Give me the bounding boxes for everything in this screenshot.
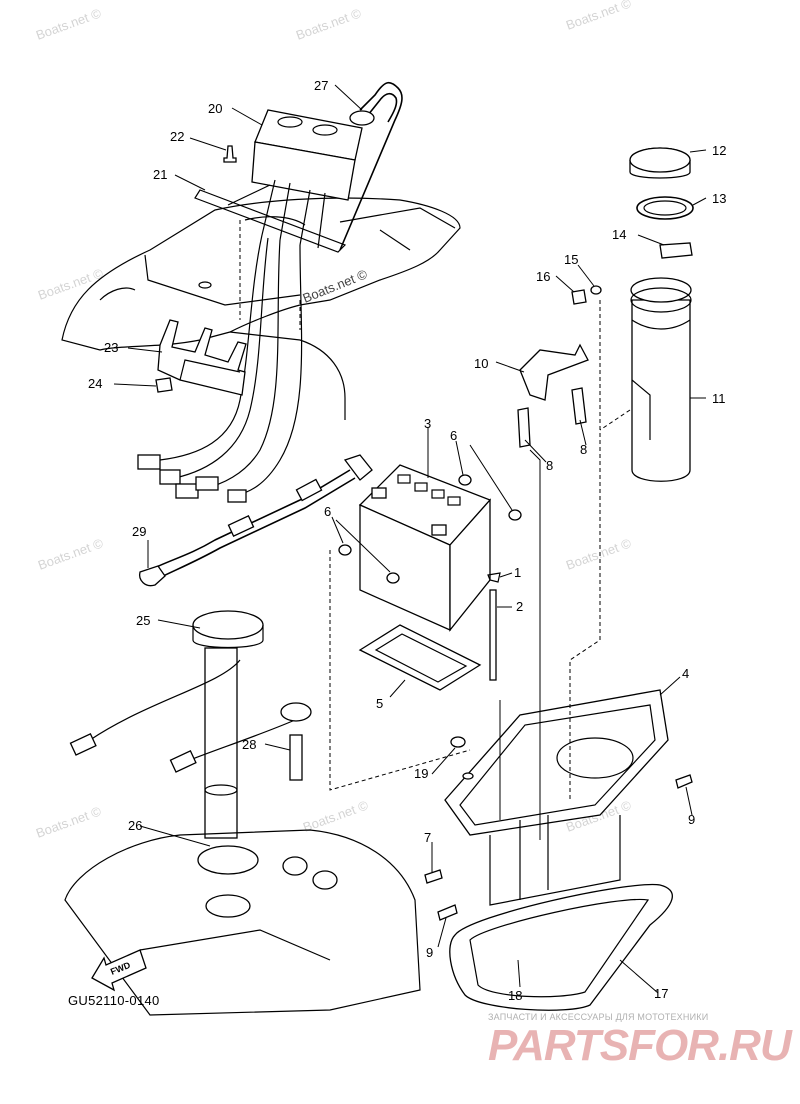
- callout-25: 25: [136, 613, 150, 628]
- callout-10: 10: [474, 356, 488, 371]
- tank-top-26: [64, 829, 421, 1016]
- callout-8: 8: [546, 458, 553, 473]
- fuel-sender-25: [69, 610, 264, 839]
- callout-17: 17: [654, 986, 668, 1001]
- battery-3: [358, 464, 492, 632]
- leader-lines: [113, 84, 707, 994]
- callout-20: 20: [208, 101, 222, 116]
- watermark: Boats.net ©: [294, 5, 364, 43]
- callout-9b: 9: [426, 945, 433, 960]
- callout-28: 28: [242, 737, 256, 752]
- callout-15: 15: [564, 252, 578, 267]
- battery-pad-5: [358, 624, 482, 691]
- diagram-code: GU52110-0140: [68, 993, 160, 1008]
- rivet-22: [223, 145, 237, 163]
- callout-29: 29: [132, 524, 146, 539]
- sensor-28: [169, 702, 312, 781]
- callout-19: 19: [414, 766, 428, 781]
- washer-15: [590, 285, 602, 295]
- callout-11: 11: [712, 391, 726, 406]
- bracket-10: [519, 343, 589, 401]
- callout-26: 26: [128, 818, 142, 833]
- rod-2: [487, 572, 501, 681]
- watermark: Boats.net ©: [34, 5, 104, 43]
- callout-13: 13: [712, 191, 726, 206]
- wire-harness: [137, 234, 303, 503]
- clamp-14: [659, 242, 693, 259]
- callout-21: 21: [153, 167, 167, 182]
- watermark: Boats.net ©: [36, 535, 106, 573]
- stay-8: [517, 387, 587, 448]
- watermark: Boats.net ©: [301, 797, 371, 835]
- callout-22: 22: [170, 129, 184, 144]
- battery-cable-29: [139, 454, 373, 587]
- nut-16: [571, 289, 587, 305]
- callout-12: 12: [712, 143, 726, 158]
- watermark: Boats.net ©: [36, 265, 106, 303]
- callout-23: 23: [104, 340, 118, 355]
- hull-deck-top: [61, 197, 461, 420]
- callout-labels: 1 2 3 4 5 6 6 7 8 8 9 9 10 11 12 13 14 1…: [88, 78, 726, 1003]
- bolt-9: [437, 774, 693, 921]
- callout-3: 3: [424, 416, 431, 431]
- callout-9: 9: [688, 812, 695, 827]
- meter-assembly: [194, 109, 363, 253]
- watermark: Boats.net ©: [564, 0, 634, 33]
- callout-27: 27: [314, 78, 328, 93]
- callout-16: 16: [536, 269, 550, 284]
- callout-5: 5: [376, 696, 383, 711]
- callout-18: 18: [508, 988, 522, 1003]
- battery-box-4: [444, 689, 669, 906]
- fwd-arrow-icon: FWD: [91, 949, 147, 992]
- watermark: Boats.net ©: [564, 535, 634, 573]
- callout-8b: 8: [580, 442, 587, 457]
- watermark: Boats.net ©: [301, 266, 370, 306]
- callout-6: 6: [450, 428, 457, 443]
- cap-tether: [339, 81, 403, 251]
- callout-24: 24: [88, 376, 102, 391]
- retainer-18: [449, 883, 673, 1011]
- assembly-lines: [239, 220, 631, 840]
- bolt-7: [424, 869, 443, 884]
- spacers-6: [338, 474, 522, 584]
- screw-19: [450, 736, 474, 780]
- callout-6b: 6: [324, 504, 331, 519]
- brand-logo: PARTSFOR.RU: [488, 1021, 792, 1070]
- filler-neck-11: [630, 277, 692, 482]
- brand-subtitle: ЗАПЧАСТИ И АКСЕССУАРЫ ДЛЯ МОТОТЕХНИКИ: [488, 1012, 709, 1022]
- gasket-13: [636, 196, 694, 220]
- nut-24: [155, 377, 173, 393]
- watermark: Boats.net ©: [34, 803, 104, 841]
- callout-2: 2: [516, 599, 523, 614]
- cap-12: [629, 147, 691, 179]
- callout-14: 14: [612, 227, 626, 242]
- callout-7: 7: [424, 830, 431, 845]
- callout-4: 4: [682, 666, 689, 681]
- callout-1: 1: [514, 565, 521, 580]
- bracket-23: [157, 319, 247, 396]
